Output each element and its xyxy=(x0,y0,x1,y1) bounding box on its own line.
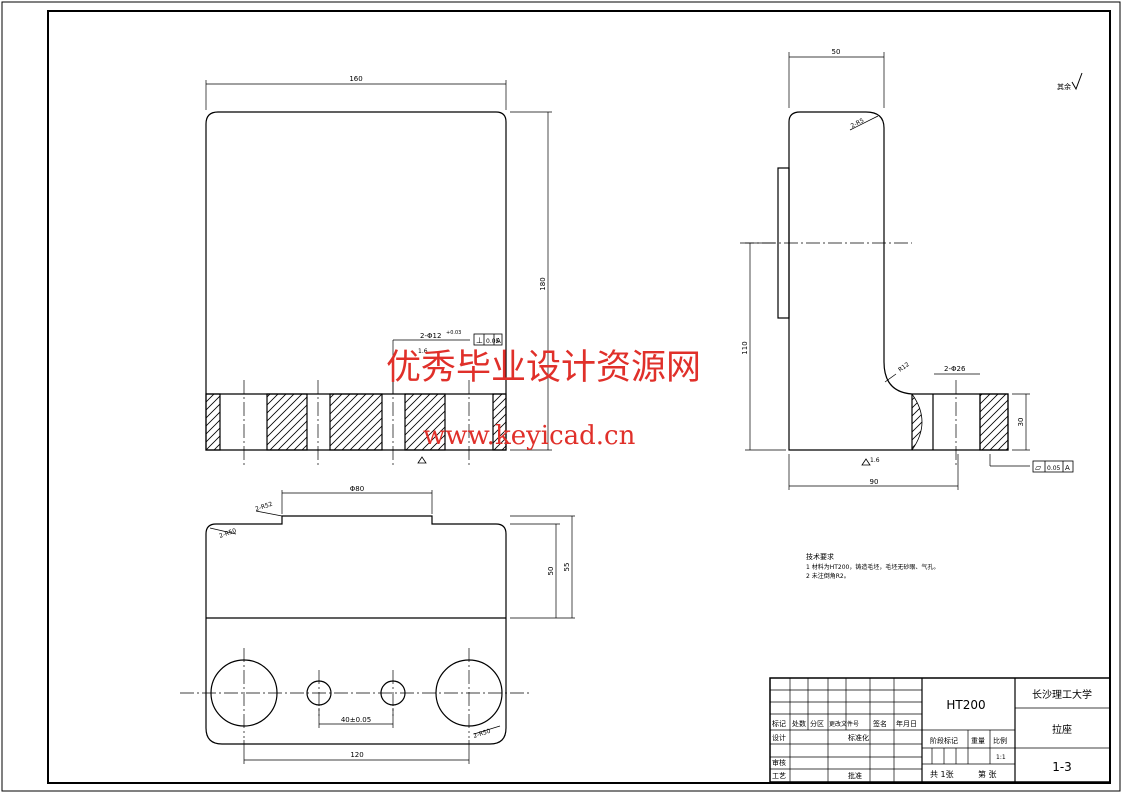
front-tol-symbol: ⊥ xyxy=(476,336,483,345)
front-tol-value: 0.05 xyxy=(486,338,500,345)
tb-header-mark: 标记 xyxy=(772,719,786,728)
top-width-dim: 120 xyxy=(350,751,363,759)
tb-stage-mark: 阶段标记 xyxy=(930,736,958,745)
tb-drawing-no: 1-3 xyxy=(1052,760,1072,774)
side-roughness-mark: 1.6 xyxy=(870,457,880,464)
watermark-title: 优秀毕业设计资源网 xyxy=(386,348,701,388)
front-view xyxy=(205,80,552,466)
front-width-dim: 160 xyxy=(349,75,362,83)
tb-sheets-total: 共 1张 xyxy=(930,770,954,779)
tech-req-title: 技术要求 xyxy=(806,552,834,561)
surface-finish-symbol xyxy=(1071,72,1083,91)
tb-scale: 比例 xyxy=(993,736,1007,745)
top-depth-dim-b: 55 xyxy=(563,563,571,572)
tb-header-sign: 签名 xyxy=(873,719,887,728)
top-boss-dim: Φ80 xyxy=(350,485,364,493)
tb-header-date: 年月日 xyxy=(896,719,917,728)
tb-material: HT200 xyxy=(946,698,985,712)
side-flatness-symbol: ▱ xyxy=(1035,463,1042,472)
tb-weight: 重量 xyxy=(971,737,985,745)
front-roughness: 1.6 xyxy=(418,348,428,355)
top-corner-label: 2-R50 xyxy=(218,527,237,540)
top-depth-dim-a: 50 xyxy=(547,567,555,576)
tb-header-count: 处数 xyxy=(792,719,806,728)
side-thickness-dim: 30 xyxy=(1017,418,1025,427)
tech-req-line-1: 1 材料为HT200，铸造毛坯，毛坯无砂眼、气孔。 xyxy=(806,563,939,571)
side-chamfer-label: 2-R5 xyxy=(850,117,866,130)
front-hole-callout: 2-Φ12 xyxy=(420,332,441,340)
side-counterbore-label: 2-Φ26 xyxy=(944,365,966,373)
surface-finish-note: 其余 xyxy=(1057,82,1071,91)
tb-sheet-no: 第 张 xyxy=(978,769,997,779)
front-height-dim: 180 xyxy=(539,277,547,290)
tech-req-line-2: 2 未注倒角R2。 xyxy=(806,572,850,580)
side-fillet-label: R12 xyxy=(897,361,911,374)
tb-school: 长沙理工大学 xyxy=(1032,688,1092,701)
tb-header-file: 更改文件号 xyxy=(829,720,859,728)
top-view xyxy=(180,490,575,764)
top-boss-chamfer: 2-R52 xyxy=(254,501,273,513)
title-block xyxy=(769,677,1111,783)
top-corner-label-b: 2-R50 xyxy=(472,728,491,740)
tb-standardize: 标准化 xyxy=(848,733,869,742)
side-view xyxy=(740,52,1074,490)
tb-process: 工艺 xyxy=(772,772,786,780)
front-hole-tol: +0.03 xyxy=(446,330,461,336)
tb-part-name: 拉座 xyxy=(1052,723,1072,736)
inner-border xyxy=(47,10,1111,784)
side-datum: A xyxy=(1065,464,1070,472)
tb-header-zone: 分区 xyxy=(810,719,824,728)
front-datum: A xyxy=(496,337,501,345)
side-flatness-value: 0.05 xyxy=(1047,465,1061,472)
side-base-dim: 90 xyxy=(870,478,879,486)
tb-design: 设计 xyxy=(772,733,786,742)
side-top-dim: 50 xyxy=(832,48,841,56)
side-height-dim: 110 xyxy=(741,341,749,354)
watermark-url: www.keyicad.cn xyxy=(423,421,636,451)
tb-scale-value: 1:1 xyxy=(996,754,1006,761)
tb-review: 审核 xyxy=(772,758,786,767)
top-hole-spacing: 40±0.05 xyxy=(341,716,371,724)
tb-approve: 批准 xyxy=(848,771,862,780)
